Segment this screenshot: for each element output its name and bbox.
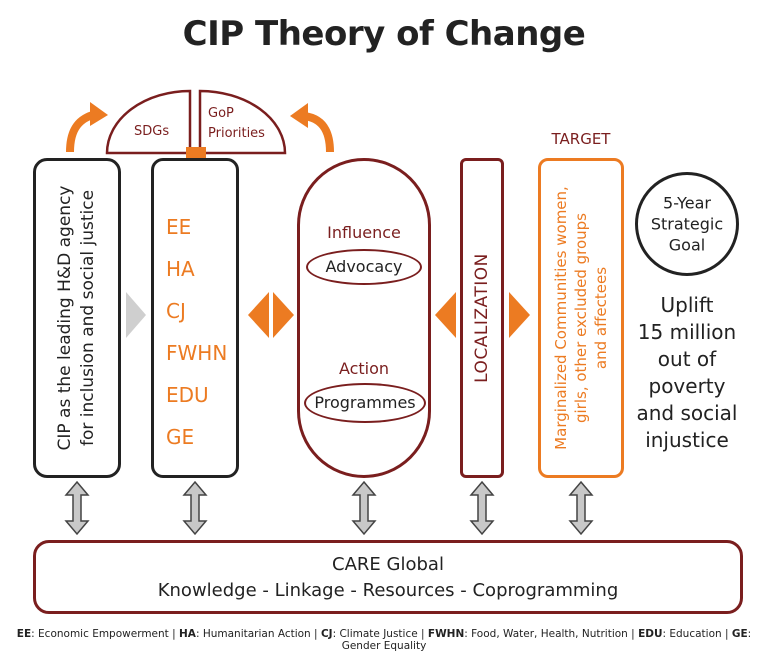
focus-area-edu: EDU <box>166 383 209 407</box>
strategic-goal-circle: 5-Year Strategic Goal <box>635 172 739 276</box>
legend-item: CJ: Climate Justice <box>320 628 418 640</box>
goal-statement-line: out of <box>657 347 717 371</box>
action-heading: Action <box>338 359 390 378</box>
sdgs-label: SDGs <box>134 124 170 139</box>
advocacy-oval: Advocacy <box>306 249 422 285</box>
double-arrow-3 <box>351 480 377 536</box>
gop-label-line2: Priorities <box>208 126 265 141</box>
focus-area-ge: GE <box>166 425 195 449</box>
target-line2: girls, other excluded groups <box>572 212 590 424</box>
legend-item: EDU: Education <box>638 628 722 640</box>
goal-statement-line: Uplift <box>660 293 714 317</box>
abbreviation-legend: EE: Economic Empowerment | HA: Humanitar… <box>16 628 752 652</box>
double-arrow-5 <box>568 480 594 536</box>
diagram-title: CIP Theory of Change <box>182 14 586 54</box>
cip-agency-text: CIP as the leading H&D agency for inclus… <box>54 186 100 451</box>
target-label: TARGET <box>551 130 611 148</box>
legend-item: GE: Gender Equality <box>341 628 752 652</box>
localization-box: LOCALIZATION <box>460 158 504 478</box>
sdgs-semicircle <box>105 89 192 155</box>
programmes-oval: Programmes <box>304 383 426 423</box>
influence-action-pill: Influence Advocacy Action Programmes <box>297 158 431 478</box>
care-global-subtitle: Knowledge - Linkage - Resources - Coprog… <box>157 580 619 601</box>
goal-statement-line: and social <box>636 401 738 425</box>
focus-area-ee: EE <box>166 215 192 239</box>
orange-arrow-to-target <box>509 292 530 338</box>
legend-item: EE: Economic Empowerment <box>16 628 169 640</box>
gop-label-line1: GoP <box>208 106 234 121</box>
care-global-title: CARE Global <box>332 554 444 575</box>
orange-double-arrow-2-left <box>435 292 456 338</box>
cip-agency-box: CIP as the leading H&D agency for inclus… <box>33 158 121 478</box>
focus-area-fwhn: FWHN <box>166 341 228 365</box>
care-connector-arrows <box>64 480 594 536</box>
focus-areas-box: EE HA CJ FWHN EDU GE <box>151 158 239 478</box>
goal-circle-line1: 5-Year <box>663 193 711 213</box>
cip-agency-line1: CIP as the leading H&D agency <box>55 185 75 451</box>
double-arrow-4 <box>469 480 495 536</box>
target-line1: Marginalized Communities women, <box>552 186 570 450</box>
grey-chevron <box>126 292 146 338</box>
curved-arrow-left-head <box>90 102 108 126</box>
goal-circle-line3: Goal <box>668 235 706 255</box>
target-line3: and affectees <box>592 266 610 370</box>
orange-double-arrow-1-left <box>248 292 269 338</box>
care-global-box: CARE Global Knowledge - Linkage - Resour… <box>33 540 743 614</box>
target-box: Marginalized Communities women, girls, o… <box>538 158 624 478</box>
target-text: Marginalized Communities women, girls, o… <box>551 186 611 450</box>
influence-heading: Influence <box>327 223 401 242</box>
focus-area-ha: HA <box>166 257 195 281</box>
localization-text: LOCALIZATION <box>472 253 492 383</box>
gop-semicircle <box>198 89 287 155</box>
goal-statement-line: 15 million <box>637 320 737 344</box>
orange-double-arrow-1-right <box>273 292 294 338</box>
cip-agency-line2: for inclusion and social justice <box>78 189 98 447</box>
goal-statement: Uplift 15 million out of poverty and soc… <box>624 292 750 454</box>
focus-area-cj: CJ <box>166 299 186 323</box>
legend-item: HA: Humanitarian Action <box>179 628 311 640</box>
curved-arrow-right-head <box>290 103 308 128</box>
goal-circle-line2: Strategic <box>650 214 724 234</box>
goal-statement-line: injustice <box>645 428 729 452</box>
goal-statement-line: poverty <box>648 374 726 398</box>
double-arrow-2 <box>182 480 208 536</box>
legend-item: FWHN: Food, Water, Health, Nutrition <box>427 628 628 640</box>
double-arrow-1 <box>64 480 90 536</box>
